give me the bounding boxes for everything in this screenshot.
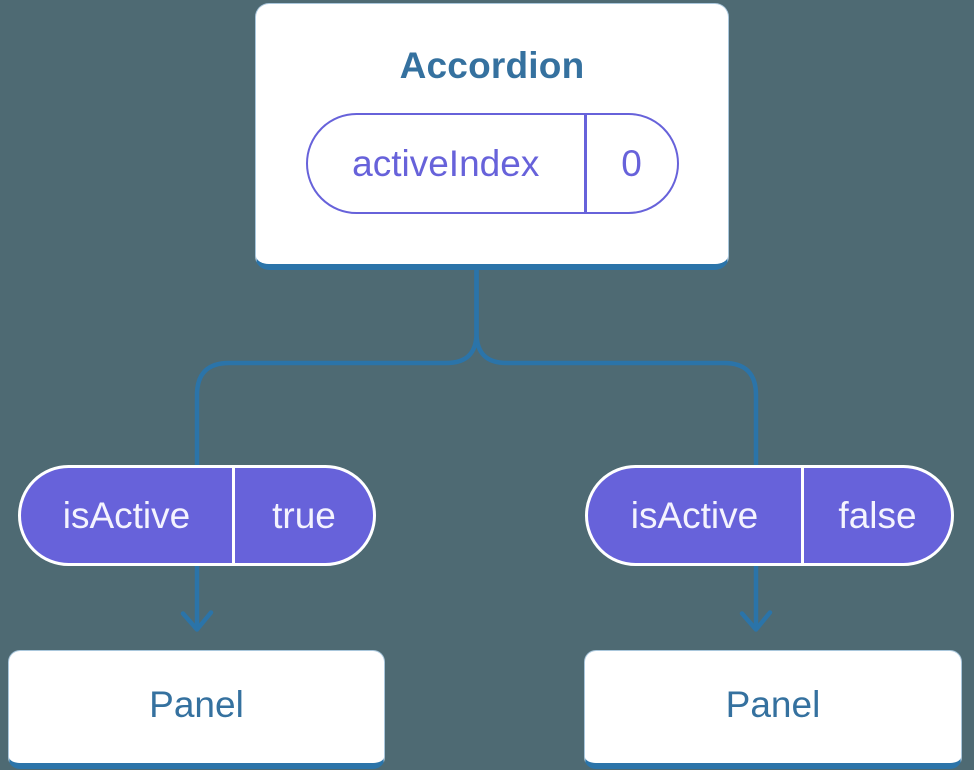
prop-name: isActive	[630, 494, 759, 536]
prop-pill-isactive-false: isActive false	[585, 465, 954, 566]
state-name: activeIndex	[352, 142, 540, 184]
state-value: 0	[621, 142, 642, 184]
prop-pill-isactive-true: isActive true	[18, 465, 376, 566]
panel-component-node: Panel	[8, 650, 385, 769]
fork-connector-right	[474, 264, 759, 628]
prop-value: true	[272, 494, 336, 536]
component-title: Panel	[725, 684, 821, 725]
component-title: Panel	[149, 684, 244, 725]
pill-divider	[801, 468, 804, 563]
pill-divider	[232, 468, 235, 563]
fork-connector-left	[194, 264, 479, 628]
component-title: Accordion	[399, 45, 585, 86]
arrow-down-icon	[180, 610, 214, 632]
prop-name: isActive	[62, 494, 191, 536]
accordion-component-node: Accordion activeIndex 0	[255, 3, 729, 270]
arrow-down-icon	[739, 610, 773, 632]
panel-component-node: Panel	[584, 650, 962, 769]
prop-value: false	[838, 494, 917, 536]
state-pill: activeIndex 0	[305, 113, 679, 215]
pill-divider	[584, 115, 587, 213]
